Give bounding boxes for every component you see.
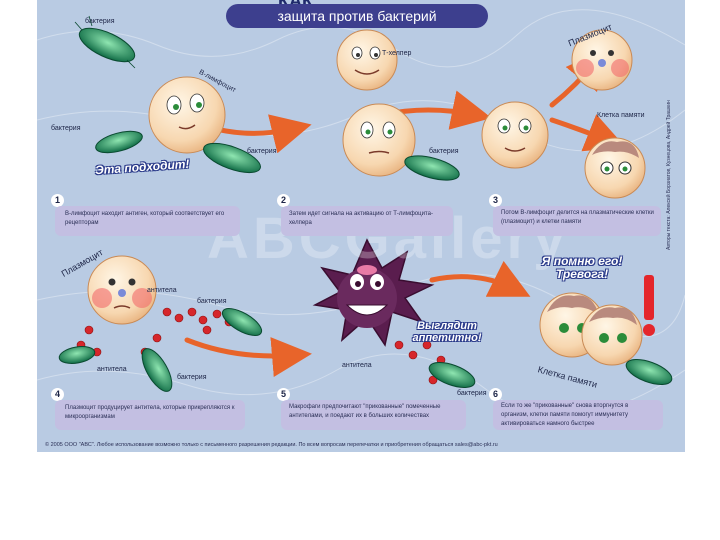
- step-box: Потом В-лимфоцит делится на плазматическ…: [493, 206, 661, 236]
- bacterium-icon: [625, 359, 673, 385]
- macrophage-icon: [312, 238, 435, 347]
- bacterium-icon: [95, 130, 143, 154]
- bacterium-icon: [221, 308, 263, 336]
- bacterium-label: бактерия: [177, 374, 207, 381]
- step-box: Макрофаги предпочитают "прикованные" пом…: [281, 400, 466, 430]
- bacterium-label: бактерия: [429, 148, 459, 155]
- step-number: 5: [277, 388, 290, 401]
- callout-remember-alarm: Я помню его! Тревога!: [541, 254, 623, 281]
- bacterium-icon: [58, 346, 96, 364]
- callout-looks-tasty: Выглядит аппетитно!: [412, 320, 482, 344]
- step-number: 2: [277, 194, 290, 207]
- step-box: Затем идет сигнала на активацию от Т-лим…: [281, 206, 453, 236]
- footer-copyright: © 2005 ООО "АВС". Любое использование во…: [45, 442, 498, 448]
- bacterium-icon: [74, 15, 136, 69]
- t-helper-label: Т-хелпер: [382, 50, 412, 57]
- step-text: Потом В-лимфоцит делится на плазматическ…: [501, 210, 654, 225]
- poster: КАК... защита против бактерий ABCGallery…: [37, 0, 685, 452]
- step-number: 4: [51, 388, 64, 401]
- step-text: В-лимфоцит находит антиген, который соот…: [65, 211, 225, 226]
- bacterium-label: бактерия: [457, 390, 487, 397]
- step-text: Если то же "прикованные" снова вторгнутс…: [501, 403, 629, 427]
- b-lymphocyte-icon: [342, 103, 416, 177]
- step-text: Плазмоцит продуцирует антитела, которые …: [65, 405, 235, 420]
- bacterium-icon: [141, 348, 173, 392]
- step-box: Плазмоцит продуцирует антитела, которые …: [55, 400, 245, 430]
- step-text: Макрофаги предпочитают "прикованные" пом…: [289, 404, 441, 419]
- b-lymphocyte-icon: [148, 76, 226, 154]
- step-number: 6: [489, 388, 502, 401]
- memory-cell-icon: [584, 137, 646, 199]
- bacterium-label: бактерия: [85, 18, 115, 25]
- bacterium-label: бактерия: [247, 148, 277, 155]
- memory-cell-icon: [581, 304, 643, 366]
- b-lymphocyte-icon: [481, 101, 549, 169]
- antibody-label: антитела: [342, 362, 372, 369]
- antibody-label: антитела: [147, 287, 177, 294]
- bacterium-label: бактерия: [197, 298, 227, 305]
- subtitle-banner: защита против бактерий: [226, 4, 488, 28]
- bacterium-icon: [404, 155, 460, 181]
- step-box: Если то же "прикованные" снова вторгнутс…: [493, 400, 663, 430]
- poster-artwork: [37, 9, 685, 417]
- bacterium-label: бактерия: [51, 125, 81, 132]
- bacterium-icon: [428, 362, 476, 388]
- memory-cell-label: Клетка памяти: [597, 112, 645, 119]
- side-credit: Авторы текста: Алексей Борзиатов, Кузнец…: [666, 100, 672, 250]
- exclamation-icon: [643, 275, 655, 336]
- step-box: В-лимфоцит находит антиген, который соот…: [55, 206, 240, 236]
- antibody-label: антитела: [97, 366, 127, 373]
- step-number: 1: [51, 194, 64, 207]
- step-text: Затем идет сигнала на активацию от Т-лим…: [289, 211, 433, 226]
- plasmocyte-icon: [87, 255, 157, 325]
- t-helper-icon: [336, 29, 398, 91]
- plasmocyte-icon: [571, 29, 633, 91]
- bacterium-icon: [203, 142, 261, 174]
- step-number: 3: [489, 194, 502, 207]
